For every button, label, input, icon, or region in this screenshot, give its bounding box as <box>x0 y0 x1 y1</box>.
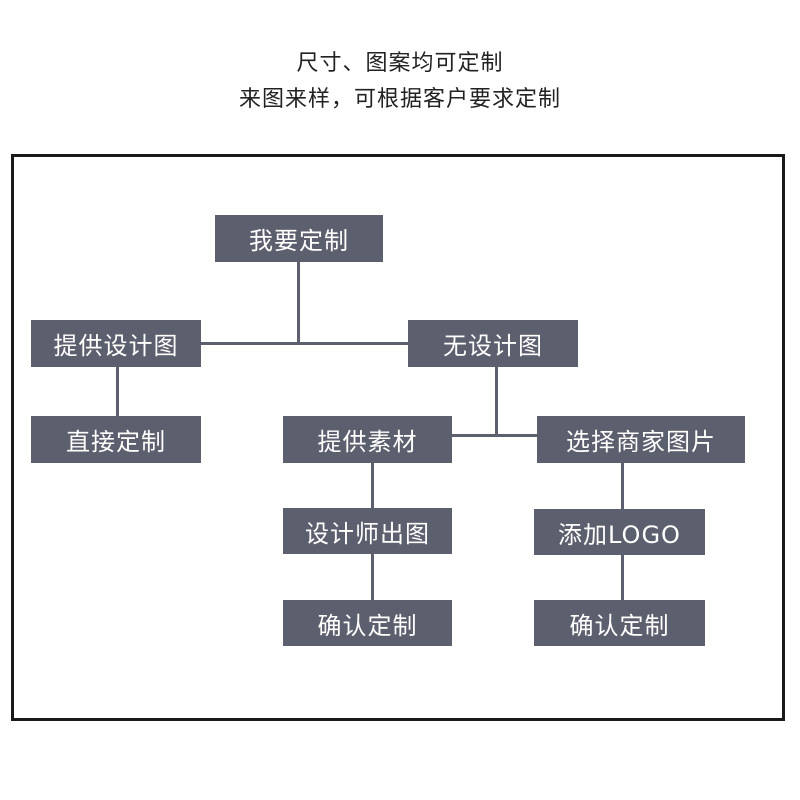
connector-designer-down <box>371 553 374 600</box>
connector-material-down <box>371 463 374 509</box>
heading-line-2: 来图来样，可根据客户要求定制 <box>238 87 561 112</box>
connector-provide-design-down <box>116 367 119 418</box>
node-add-logo: 添加LOGO <box>534 509 705 555</box>
connector-logo-down <box>621 555 624 601</box>
node-provide-material: 提供素材 <box>283 416 452 463</box>
node-choose-merchant-image: 选择商家图片 <box>537 416 745 463</box>
node-root: 我要定制 <box>215 215 383 262</box>
connector-middle-horizontal <box>452 434 537 437</box>
node-designer-output: 设计师出图 <box>283 508 452 554</box>
node-confirm-customize-1: 确认定制 <box>283 600 452 646</box>
connector-merchant-image-down <box>621 463 624 509</box>
flowchart-frame <box>11 154 785 721</box>
connector-no-design-down <box>495 367 498 436</box>
heading-line-1: 尺寸、图案均可定制 <box>296 51 504 76</box>
connector-top-horizontal <box>201 342 408 345</box>
node-direct-customize: 直接定制 <box>31 416 201 463</box>
node-no-design: 无设计图 <box>408 320 578 367</box>
node-confirm-customize-2: 确认定制 <box>534 600 705 646</box>
node-provide-design: 提供设计图 <box>31 320 201 367</box>
connector-root-down <box>297 262 300 344</box>
